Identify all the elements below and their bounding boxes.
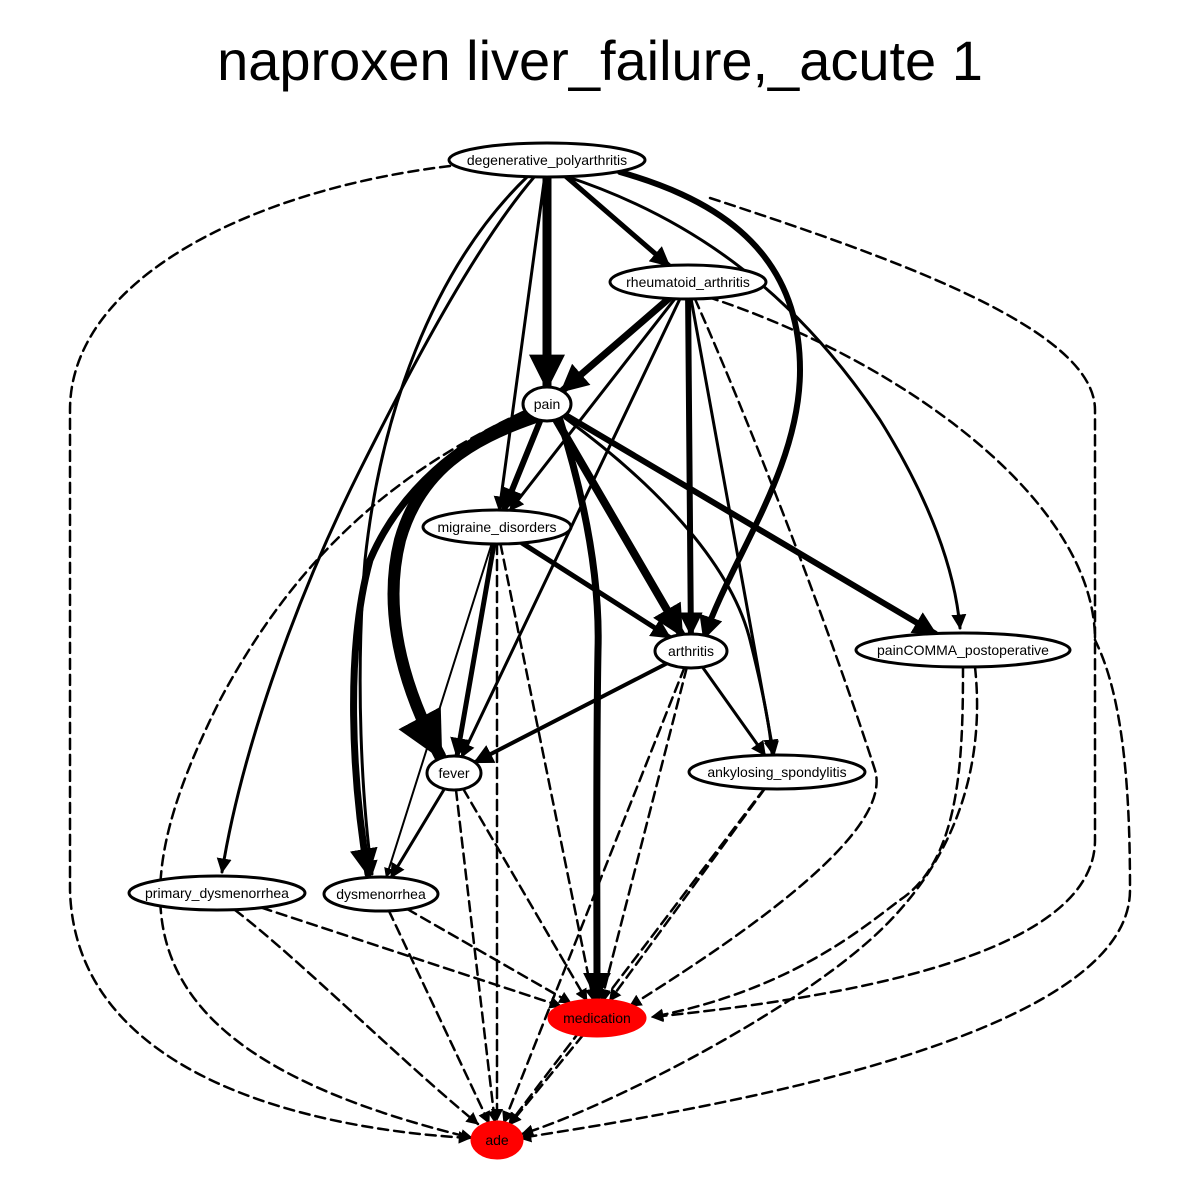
edge-arthritis-to-medication <box>598 666 688 1002</box>
edge-fever-to-medication <box>462 787 588 1002</box>
edge-ankylosing-spondylitis-to-medication <box>608 787 766 1002</box>
node-label: ade <box>485 1132 509 1148</box>
edge-pain-to-arthritis <box>552 415 686 639</box>
edge-rheumatoid-arthritis-to-ade <box>518 295 1132 1143</box>
node-ellipse <box>687 753 867 791</box>
node-ade[interactable]: ade <box>470 1120 524 1160</box>
node-arthritis[interactable]: arthritis <box>653 632 729 670</box>
node-ellipse <box>425 754 483 792</box>
edge-pain-to-ankylosing-spondylitis <box>563 416 779 755</box>
node-migraine-disorders[interactable]: migraine_disorders <box>421 508 573 546</box>
node-rheumatoid-arthritis[interactable]: rheumatoid_arthritis <box>608 263 768 301</box>
node-primary-dysmenorrhea[interactable]: primary_dysmenorrhea <box>127 874 307 912</box>
node-ankylosing-spondylitis[interactable]: ankylosing_spondylitis <box>687 753 867 791</box>
node-label: primary_dysmenorrhea <box>145 885 289 901</box>
node-label: rheumatoid_arthritis <box>626 274 750 290</box>
node-label: pain <box>534 396 560 412</box>
node-label: degenerative_polyarthritis <box>467 152 627 168</box>
edge-rheumatoid-arthritis-to-migraine-disorders <box>508 297 677 512</box>
edge-rheumatoid-arthritis-to-arthritis <box>678 296 703 637</box>
edge-arthritis-to-ade <box>502 666 686 1124</box>
node-label: ankylosing_spondylitis <box>707 764 846 780</box>
edge-fever-to-dysmenorrhea <box>389 787 446 879</box>
node-ellipse <box>608 263 768 301</box>
node-dysmenorrhea[interactable]: dysmenorrhea <box>322 875 440 913</box>
edge-degenerative-polyarthritis-to-primary-dysmenorrhea <box>216 174 537 874</box>
edge-arthritis-to-fever <box>472 661 669 765</box>
diagram-title: naproxen liver_failure,_acute 1 <box>217 29 983 92</box>
node-label: fever <box>438 765 469 781</box>
node-layer: degenerative_polyarthritis rheumatoid_art… <box>127 141 1072 1160</box>
node-ellipse <box>322 875 440 913</box>
node-ellipse <box>547 998 647 1038</box>
node-label: migraine_disorders <box>437 519 556 535</box>
edge-layer <box>68 164 1132 1144</box>
edge-pain-to-ade <box>158 410 525 1142</box>
edge-degenerative-polyarthritis-to-painCOMMA-postoperative <box>563 174 967 630</box>
edge-pain-to-dysmenorrhea <box>349 410 531 878</box>
edge-pain-to-migraine-disorders <box>500 417 544 514</box>
node-label: painCOMMA_postoperative <box>877 642 1049 658</box>
node-label: dysmenorrhea <box>336 886 426 902</box>
node-ellipse <box>447 141 647 179</box>
node-label: arthritis <box>668 643 714 659</box>
edge-pain-to-fever <box>387 412 539 762</box>
node-fever[interactable]: fever <box>425 754 483 792</box>
edge-migraine-disorders-to-medication <box>499 542 598 1002</box>
node-ellipse <box>653 632 729 670</box>
edge-degenerative-polyarthritis-to-rheumatoid-arthritis <box>563 174 672 268</box>
edge-ankylosing-spondylitis-to-ade <box>507 787 766 1126</box>
node-ellipse <box>421 508 573 546</box>
edge-dysmenorrhea-to-ade <box>387 909 491 1125</box>
edge-dysmenorrhea-to-medication <box>406 907 572 1005</box>
node-ellipse <box>854 631 1072 669</box>
node-ellipse <box>470 1120 524 1160</box>
node-label: medication <box>563 1010 631 1026</box>
edge-medication-to-ade <box>508 1033 585 1126</box>
edge-primary-dysmenorrhea-to-ade <box>233 908 480 1126</box>
node-painCOMMA-postoperative[interactable]: painCOMMA_postoperative <box>854 631 1072 669</box>
edge-migraine-disorders-to-fever <box>450 541 497 759</box>
edge-fever-to-ade <box>454 788 500 1124</box>
edge-degenerative-polyarthritis-to-dysmenorrhea <box>358 174 530 876</box>
node-pain[interactable]: pain <box>521 385 573 423</box>
node-ellipse <box>127 874 307 912</box>
node-medication[interactable]: medication <box>547 998 647 1038</box>
node-degenerative-polyarthritis[interactable]: degenerative_polyarthritis <box>447 141 647 179</box>
edge-degenerative-polyarthritis-to-medication <box>650 196 1097 1023</box>
edge-arthritis-to-ankylosing-spondylitis <box>701 665 767 757</box>
edge-degenerative-polyarthritis-to-migraine-disorders <box>493 175 547 512</box>
edge-painCOMMA-postoperative-to-ade <box>520 665 979 1137</box>
edge-migraine-disorders-to-arthritis <box>519 540 673 640</box>
edge-rheumatoid-arthritis-to-pain <box>558 295 673 395</box>
edge-rheumatoid-arthritis-to-medication <box>628 297 878 1008</box>
node-ellipse <box>521 385 573 423</box>
edge-migraine-disorders-to-dysmenorrhea <box>384 543 493 879</box>
edge-degenerative-polyarthritis-to-ade <box>68 164 472 1144</box>
edge-pain-to-painCOMMA-postoperative <box>562 411 939 637</box>
edge-painCOMMA-postoperative-to-medication <box>650 665 965 1021</box>
edge-primary-dysmenorrhea-to-medication <box>260 906 563 1009</box>
edge-pain-to-medication <box>556 416 611 1002</box>
